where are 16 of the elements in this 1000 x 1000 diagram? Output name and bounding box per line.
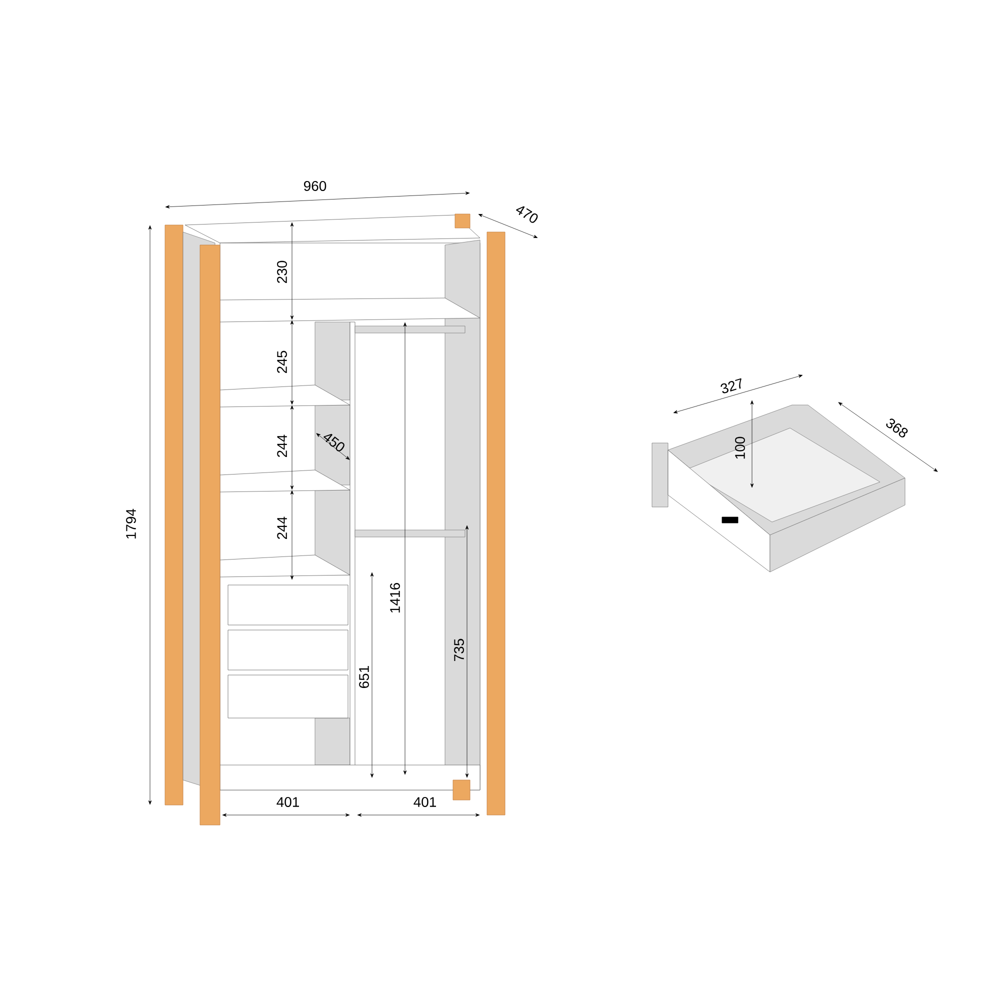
dimension-label: 470 — [516, 206, 538, 223]
dimension-label: 401 — [414, 797, 436, 807]
dimension-label: 1794 — [126, 508, 136, 538]
dimension-label: 735 — [454, 638, 464, 661]
dimension-label: 230 — [277, 260, 287, 283]
dimension-label: 244 — [277, 434, 287, 457]
dimension-label: 245 — [277, 350, 287, 373]
dimension-label: 327 — [720, 378, 742, 394]
dimension-label: 960 — [304, 181, 326, 191]
dimension-label: 244 — [277, 516, 287, 539]
dimension-label: 368 — [886, 418, 908, 438]
dimension-label: 450 — [323, 434, 344, 452]
dimension-label: 100 — [735, 436, 745, 459]
dimension-label: 1416 — [390, 583, 400, 612]
dimension-label: 651 — [359, 666, 369, 688]
dimension-label: 401 — [276, 797, 299, 807]
